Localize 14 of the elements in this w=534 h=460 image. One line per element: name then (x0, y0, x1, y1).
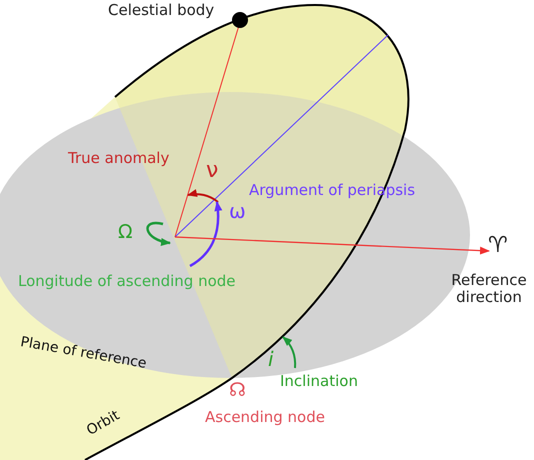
plane-label: Plane of reference (19, 334, 148, 372)
longitude-label: Longitude of ascending node (18, 273, 236, 290)
nu-symbol: ν (206, 158, 218, 184)
reference-direction-label: Reference direction (450, 272, 528, 306)
ascending-node-label: Ascending node (205, 409, 325, 426)
node-symbol: ☊ (229, 380, 246, 402)
anomaly-label: True anomaly (68, 150, 170, 168)
body-label: Celestial body (108, 2, 214, 20)
orbit-label: Orbit (84, 407, 122, 439)
capital-omega-symbol: Ω (118, 222, 133, 244)
omega-symbol: ω (229, 200, 246, 223)
inclination-label: Inclination (280, 373, 358, 390)
aries-symbol: ♈ (488, 233, 508, 258)
inclination-symbol: i (268, 348, 274, 371)
